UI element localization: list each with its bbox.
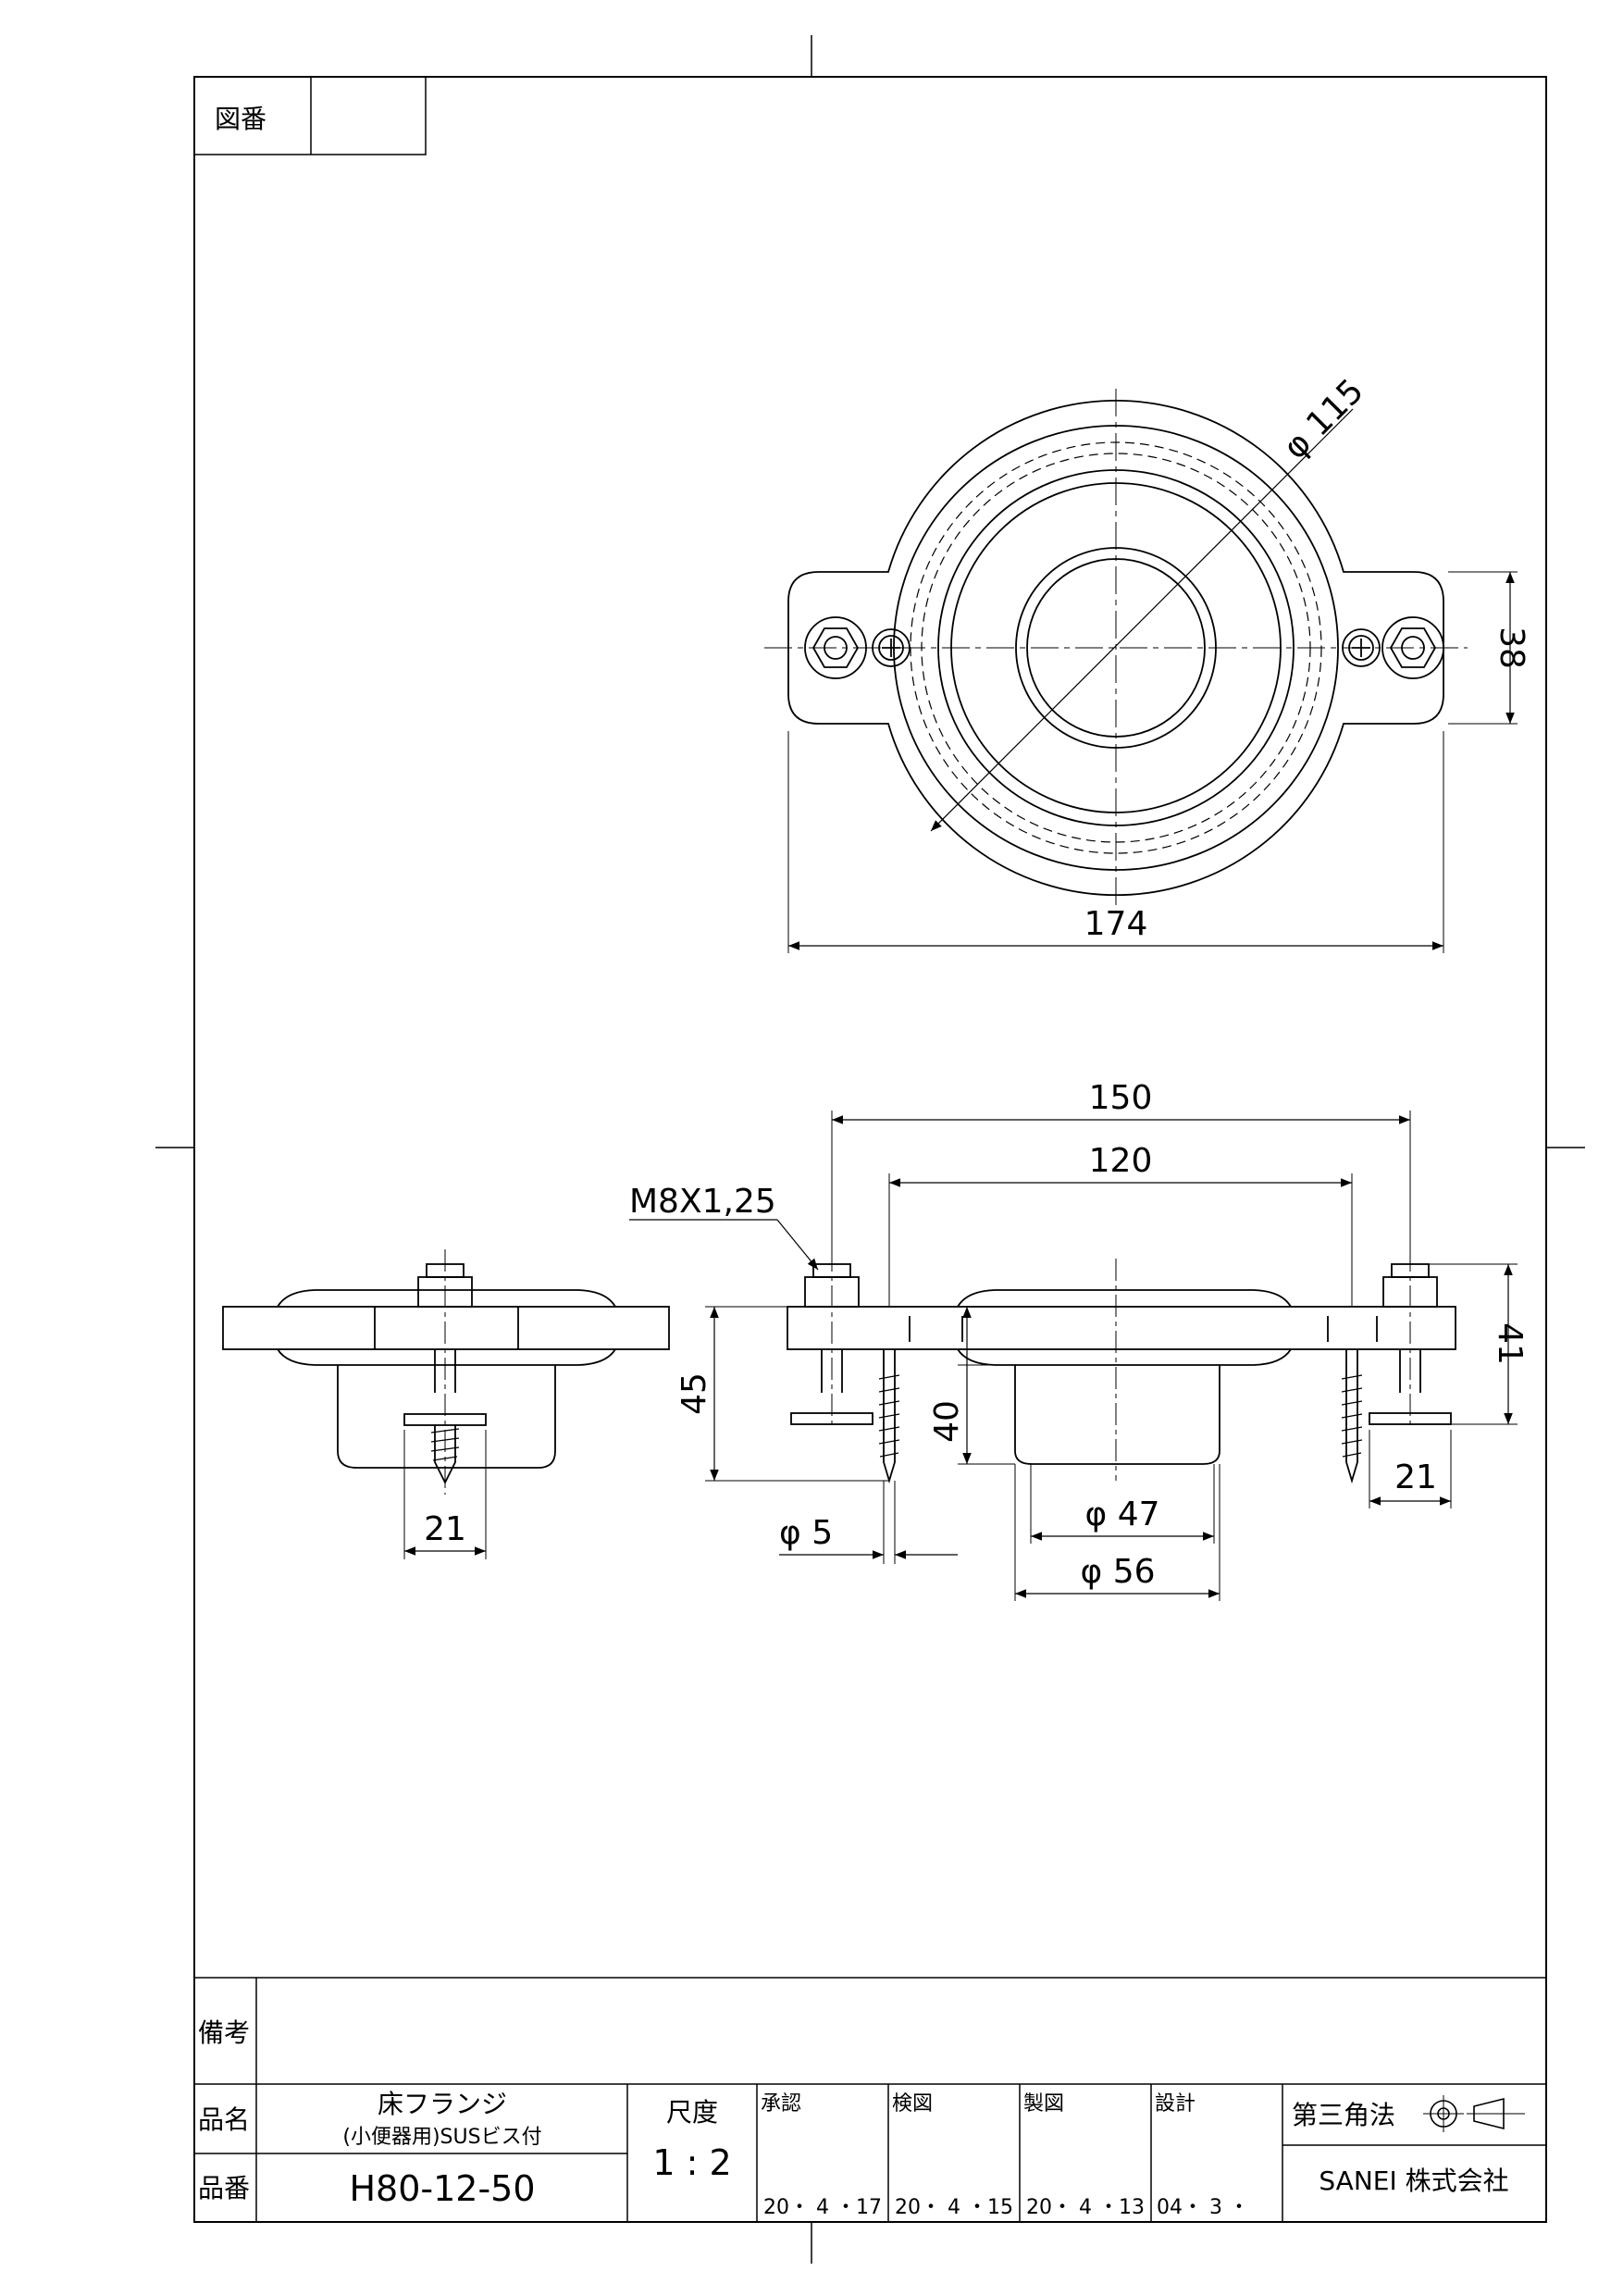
left-screw-top (872, 628, 911, 667)
screw-diameter-label: φ 5 (779, 1514, 833, 1552)
scale-label: 尺度 (666, 2097, 718, 2128)
drawn-label: 製図 (1023, 2092, 1064, 2116)
product-number-label: 品番 (198, 2173, 250, 2203)
left-spigot (337, 1365, 556, 1469)
main-side-view (629, 1111, 1518, 1601)
main-right-wood-screw (1345, 1349, 1358, 1484)
designed-label: 設計 (1155, 2092, 1196, 2116)
drain-bore-inner (1026, 558, 1206, 738)
flange-outline (787, 399, 1444, 897)
sheet-frame (155, 35, 1585, 2264)
scale-value: 1 : 2 (652, 2142, 731, 2183)
width-174-label: 174 (1084, 905, 1148, 943)
flange-seat-dashed-outer (910, 441, 1322, 854)
left-bolt-top (804, 616, 867, 679)
right-bolt-21-label: 21 (1394, 1458, 1437, 1496)
left-bolt-21-label: 21 (424, 1510, 466, 1548)
drawn-date: 20・ 4 ・13 (1026, 2196, 1145, 2219)
remarks-label: 備考 (198, 2017, 250, 2048)
designed-date: 04・ 3 ・ (1157, 2196, 1249, 2219)
drawing-number-label: 図番 (215, 104, 266, 134)
height-45-label: 45 (675, 1372, 713, 1415)
flange-step-2 (950, 482, 1282, 813)
height-41-label: 41 (1491, 1322, 1529, 1365)
thread-spec-label: M8X1,25 (629, 1183, 776, 1221)
product-name-label: 品名 (198, 2104, 250, 2135)
left-flange-plate (222, 1306, 670, 1350)
main-flange-plate (787, 1306, 1456, 1350)
company-name: SANEI 株式会社 (1319, 2166, 1508, 2196)
lug-38-label: 38 (1493, 627, 1530, 669)
right-screw-top (1342, 628, 1381, 667)
drain-bore-outer (1015, 547, 1217, 749)
top-view (764, 389, 1518, 953)
third-angle-projection-icon (1423, 2095, 1525, 2132)
product-name-line1: 床フランジ (378, 2089, 507, 2119)
title-block (194, 1977, 1546, 2222)
projection-label: 第三角法 (1292, 2100, 1395, 2130)
main-flange-underside (957, 1348, 1292, 1366)
height-40-label: 40 (928, 1400, 966, 1443)
approved-date: 20・ 4 ・17 (763, 2196, 882, 2219)
top-view-centerlines (764, 389, 1468, 912)
spigot-outer-label: φ 56 (1081, 1553, 1156, 1591)
checked-label: 検図 (892, 2092, 933, 2116)
diameter-115-leader (930, 432, 1330, 832)
left-flange-underside (277, 1348, 616, 1366)
checked-date: 20・ 4 ・15 (895, 2196, 1013, 2219)
left-flange-dome (277, 1289, 616, 1308)
left-side-view (222, 1249, 670, 1559)
main-spigot (1014, 1365, 1220, 1465)
bolt-150-label: 150 (1089, 1079, 1153, 1117)
approved-label: 承認 (761, 2092, 801, 2116)
diameter-115-label: φ 115 (1276, 372, 1370, 466)
screw-120-label: 120 (1089, 1142, 1153, 1180)
product-name-line2: (小便器用)SUSビス付 (342, 2126, 541, 2149)
product-number: H80-12-50 (349, 2168, 535, 2209)
flange-seat-dashed-inner (921, 453, 1311, 843)
spigot-inner-label: φ 47 (1085, 1496, 1160, 1533)
drawing-number-box: 図番 (193, 76, 427, 155)
right-bolt-top (1381, 616, 1444, 679)
flange-step (937, 469, 1295, 826)
main-flange-dome (957, 1289, 1292, 1308)
